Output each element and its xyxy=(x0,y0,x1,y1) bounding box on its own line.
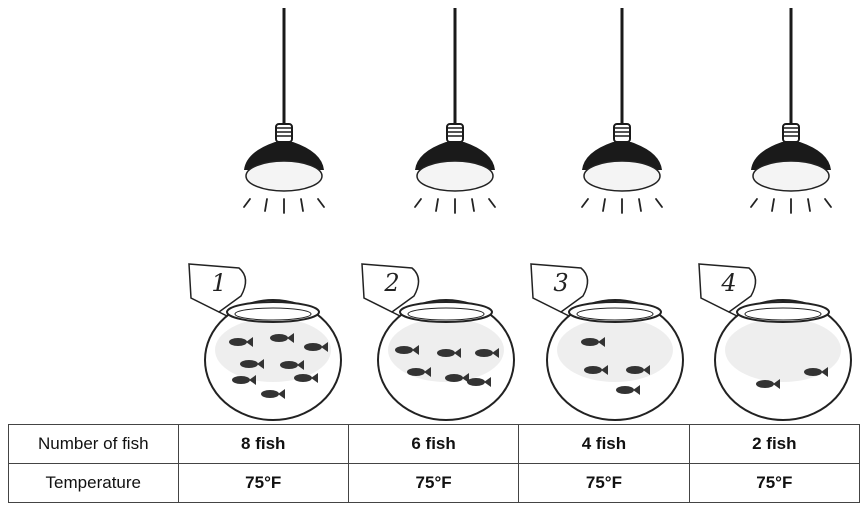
tank-number: 3 xyxy=(553,269,568,297)
light-ray xyxy=(436,199,438,211)
row-label-number-of-fish: Number of fish xyxy=(9,425,179,464)
light-ray xyxy=(318,199,324,207)
fish-count-tank-2: 6 fish xyxy=(348,425,518,464)
light-ray xyxy=(489,199,495,207)
table-row: Number of fish 8 fish 6 fish 4 fish 2 fi… xyxy=(9,425,860,464)
lamp-socket xyxy=(614,124,630,142)
light-ray xyxy=(301,199,303,211)
light-ray xyxy=(825,199,831,207)
light-ray xyxy=(415,199,421,207)
lamp-bulb xyxy=(246,161,322,191)
tank-number: 4 xyxy=(720,269,736,297)
light-ray xyxy=(808,199,810,211)
tank-number: 1 xyxy=(211,269,226,297)
light-ray xyxy=(656,199,662,207)
fish-count-tank-4: 2 fish xyxy=(689,425,859,464)
light-ray xyxy=(244,199,250,207)
lamp-icon xyxy=(415,8,495,213)
row-label-temperature: Temperature xyxy=(9,464,179,503)
temperature-tank-4: 75°F xyxy=(689,464,859,503)
temperature-tank-2: 75°F xyxy=(348,464,518,503)
lamp-icon xyxy=(244,8,324,213)
lamp-icon xyxy=(751,8,831,213)
fish-bowl-2: 2 xyxy=(362,264,514,420)
lamp-icon xyxy=(582,8,662,213)
lamp-bulb xyxy=(417,161,493,191)
fish-bowl-1: 1 xyxy=(189,264,341,420)
bowl-rim xyxy=(737,302,829,322)
tank-number: 2 xyxy=(383,269,399,297)
lamp-bulb xyxy=(584,161,660,191)
fish-bowl-4: 4 xyxy=(699,264,851,420)
fish-count-tank-1: 8 fish xyxy=(178,425,348,464)
light-ray xyxy=(265,199,267,211)
light-ray xyxy=(603,199,605,211)
light-ray xyxy=(751,199,757,207)
light-ray xyxy=(639,199,641,211)
fish-bowl-3: 3 xyxy=(531,264,683,420)
bowl-rim xyxy=(400,302,492,322)
light-ray xyxy=(582,199,588,207)
light-ray xyxy=(772,199,774,211)
light-ray xyxy=(472,199,474,211)
table-row: Temperature 75°F 75°F 75°F 75°F xyxy=(9,464,860,503)
bowl-rim xyxy=(569,302,661,322)
bowl-rim xyxy=(227,302,319,322)
lamp-socket xyxy=(276,124,292,142)
bowl-water xyxy=(557,318,673,382)
temperature-tank-1: 75°F xyxy=(178,464,348,503)
lamp-socket xyxy=(783,124,799,142)
lamp-socket xyxy=(447,124,463,142)
results-table: Number of fish 8 fish 6 fish 4 fish 2 fi… xyxy=(8,424,860,503)
lamp-bulb xyxy=(753,161,829,191)
fish-count-tank-3: 4 fish xyxy=(519,425,689,464)
temperature-tank-3: 75°F xyxy=(519,464,689,503)
